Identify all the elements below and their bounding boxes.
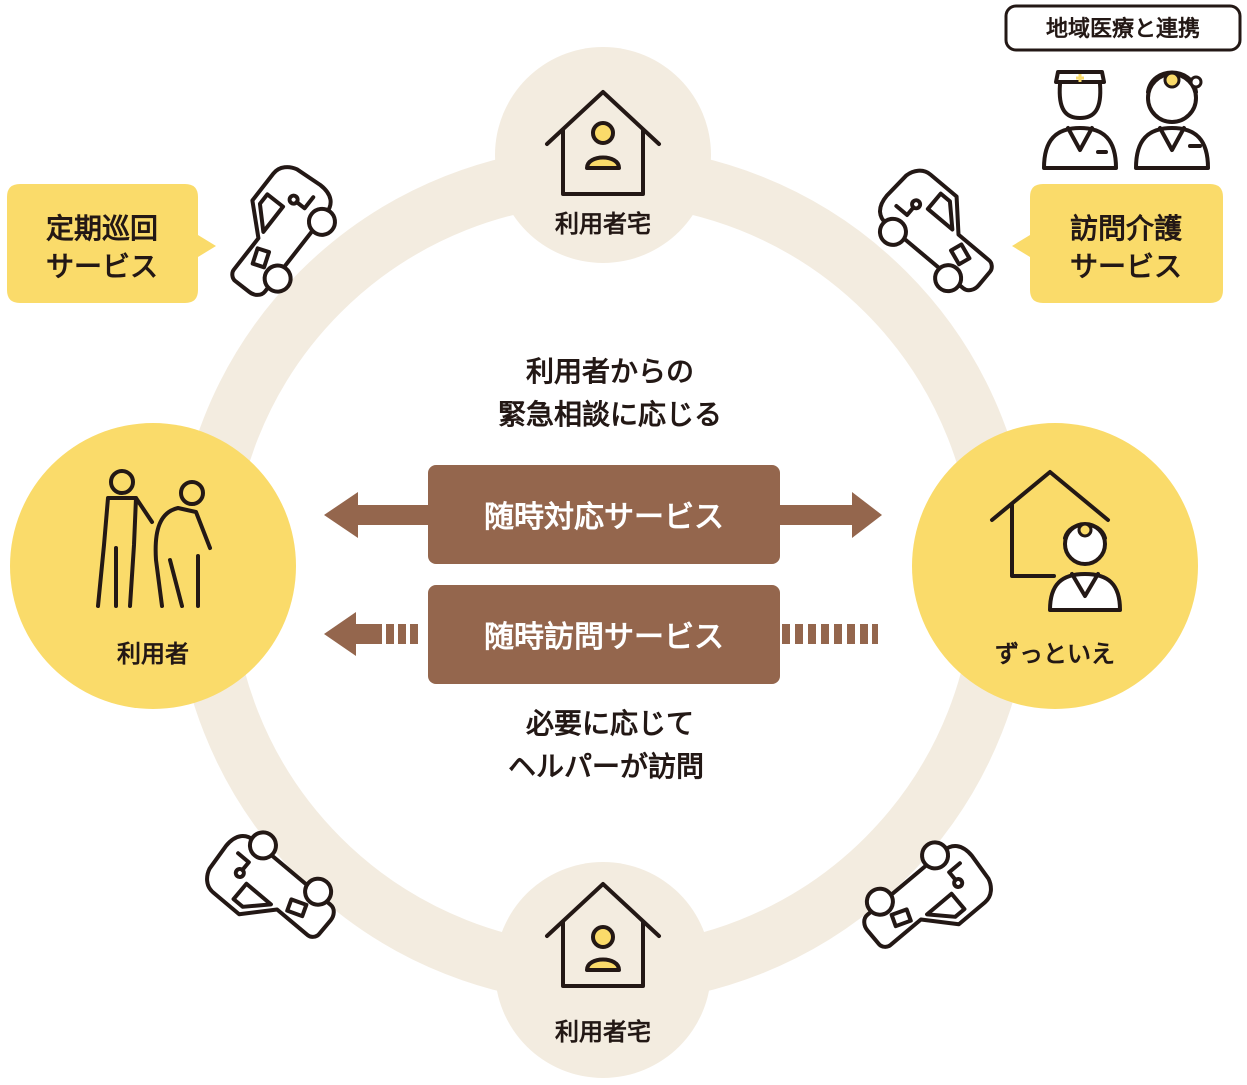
zuttoie-label: ずっといえ xyxy=(995,640,1115,668)
periodic-line1: 定期巡回 xyxy=(46,212,158,245)
periodic-line2: サービス xyxy=(46,250,158,283)
anytime-visit-label: 随時訪問サービス xyxy=(484,620,724,655)
house-person-icon xyxy=(545,90,661,196)
home-care-line2: サービス xyxy=(1070,250,1182,283)
anytime-response-label: 随時対応サービス xyxy=(484,500,724,535)
user-label: 利用者 xyxy=(117,640,189,668)
node-user: 利用者 xyxy=(10,423,296,709)
home-care-line1: 訪問介護 xyxy=(1070,212,1183,245)
center-top-line2: 緊急相談に応じる xyxy=(498,398,722,431)
center-top-line1: 利用者からの xyxy=(526,355,694,388)
anytime-visit-arrow: 随時訪問サービス xyxy=(324,585,878,684)
house-person-icon xyxy=(545,882,661,988)
elderly-and-helper-icon xyxy=(96,469,212,608)
callout-periodic-service: 定期巡回 サービス xyxy=(7,184,216,303)
center-bottom-line2: ヘルパーが訪問 xyxy=(508,750,704,783)
node-bottom-home: 利用者宅 xyxy=(495,862,711,1078)
regional-medical-cooperation: 地域医療と連携 xyxy=(1004,4,1242,170)
center-bottom-line1: 必要に応じて xyxy=(526,707,694,740)
anytime-response-arrow: 随時対応サービス xyxy=(324,465,882,564)
nurse-icon xyxy=(1042,70,1118,170)
regional-label: 地域医療と連携 xyxy=(1046,16,1200,42)
top-home-label: 利用者宅 xyxy=(555,210,651,238)
doctor-icon xyxy=(1134,70,1210,170)
service-ring xyxy=(174,146,1032,1004)
node-top-home: 利用者宅 xyxy=(495,47,711,263)
bottom-home-label: 利用者宅 xyxy=(555,1018,651,1046)
callout-home-care-service: 訪問介護 サービス xyxy=(1012,184,1223,303)
node-zuttoie: ずっといえ xyxy=(912,423,1198,709)
house-doctor-icon xyxy=(990,470,1122,612)
